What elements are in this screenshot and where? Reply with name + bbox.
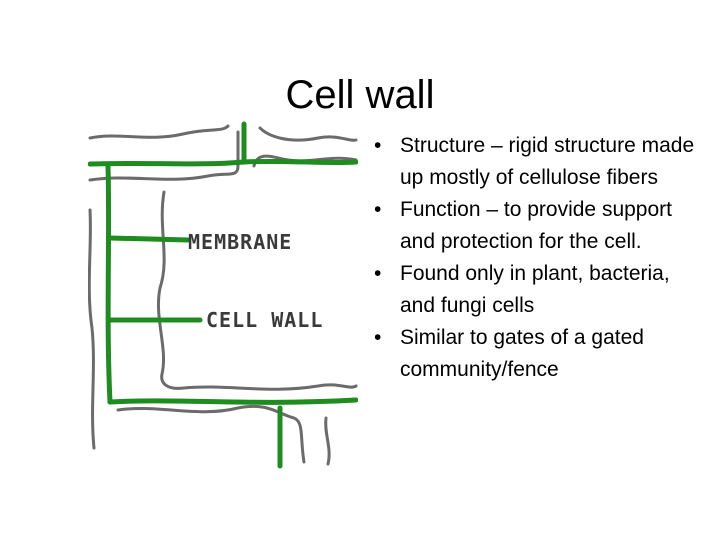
bullet-item: • Found only in plant, bacteria, and fun… (368, 258, 708, 322)
membrane-pointer (107, 235, 191, 243)
bullet-text: Found only in plant, bacteria, and fungi… (400, 262, 670, 317)
cell-wall-lines (88, 121, 358, 469)
membrane-inner-top (252, 154, 358, 168)
membrane-bottom-left (116, 404, 306, 464)
bullet-text: Function – to provide support and protec… (400, 198, 672, 253)
membrane-left-cell (88, 130, 240, 182)
bullet-icon: • (374, 262, 382, 285)
cell-wall-illustration (88, 121, 358, 469)
bullet-item: • Structure – rigid structure made up mo… (368, 130, 708, 194)
membrane-top-right (258, 126, 358, 142)
bullet-icon: • (374, 326, 382, 349)
slide-title: Cell wall (285, 72, 435, 117)
membrane-label: MEMBRANE (188, 230, 293, 254)
wall-bottom (107, 397, 358, 405)
bullet-text: Structure – rigid structure made up most… (400, 134, 695, 189)
membrane-top-left (88, 124, 230, 140)
bullet-item: • Function – to provide support and prot… (368, 194, 708, 258)
bullet-item: • Similar to gates of a gated community/… (368, 322, 708, 386)
wall-left (105, 163, 113, 405)
bullet-icon: • (374, 198, 382, 221)
cell-wall-diagram: MEMBRANE CELL WALL (88, 118, 358, 470)
wall-top (88, 158, 358, 167)
membrane-inner-cell (156, 190, 358, 391)
membrane-far-left (88, 208, 96, 450)
membrane-bottom-right (324, 416, 331, 466)
bullet-text: Similar to gates of a gated community/fe… (400, 326, 644, 381)
bullet-list: • Structure – rigid structure made up mo… (368, 130, 708, 386)
cell-wall-label: CELL WALL (206, 308, 324, 332)
membrane-outlines (88, 124, 358, 466)
bullet-icon: • (374, 134, 382, 157)
